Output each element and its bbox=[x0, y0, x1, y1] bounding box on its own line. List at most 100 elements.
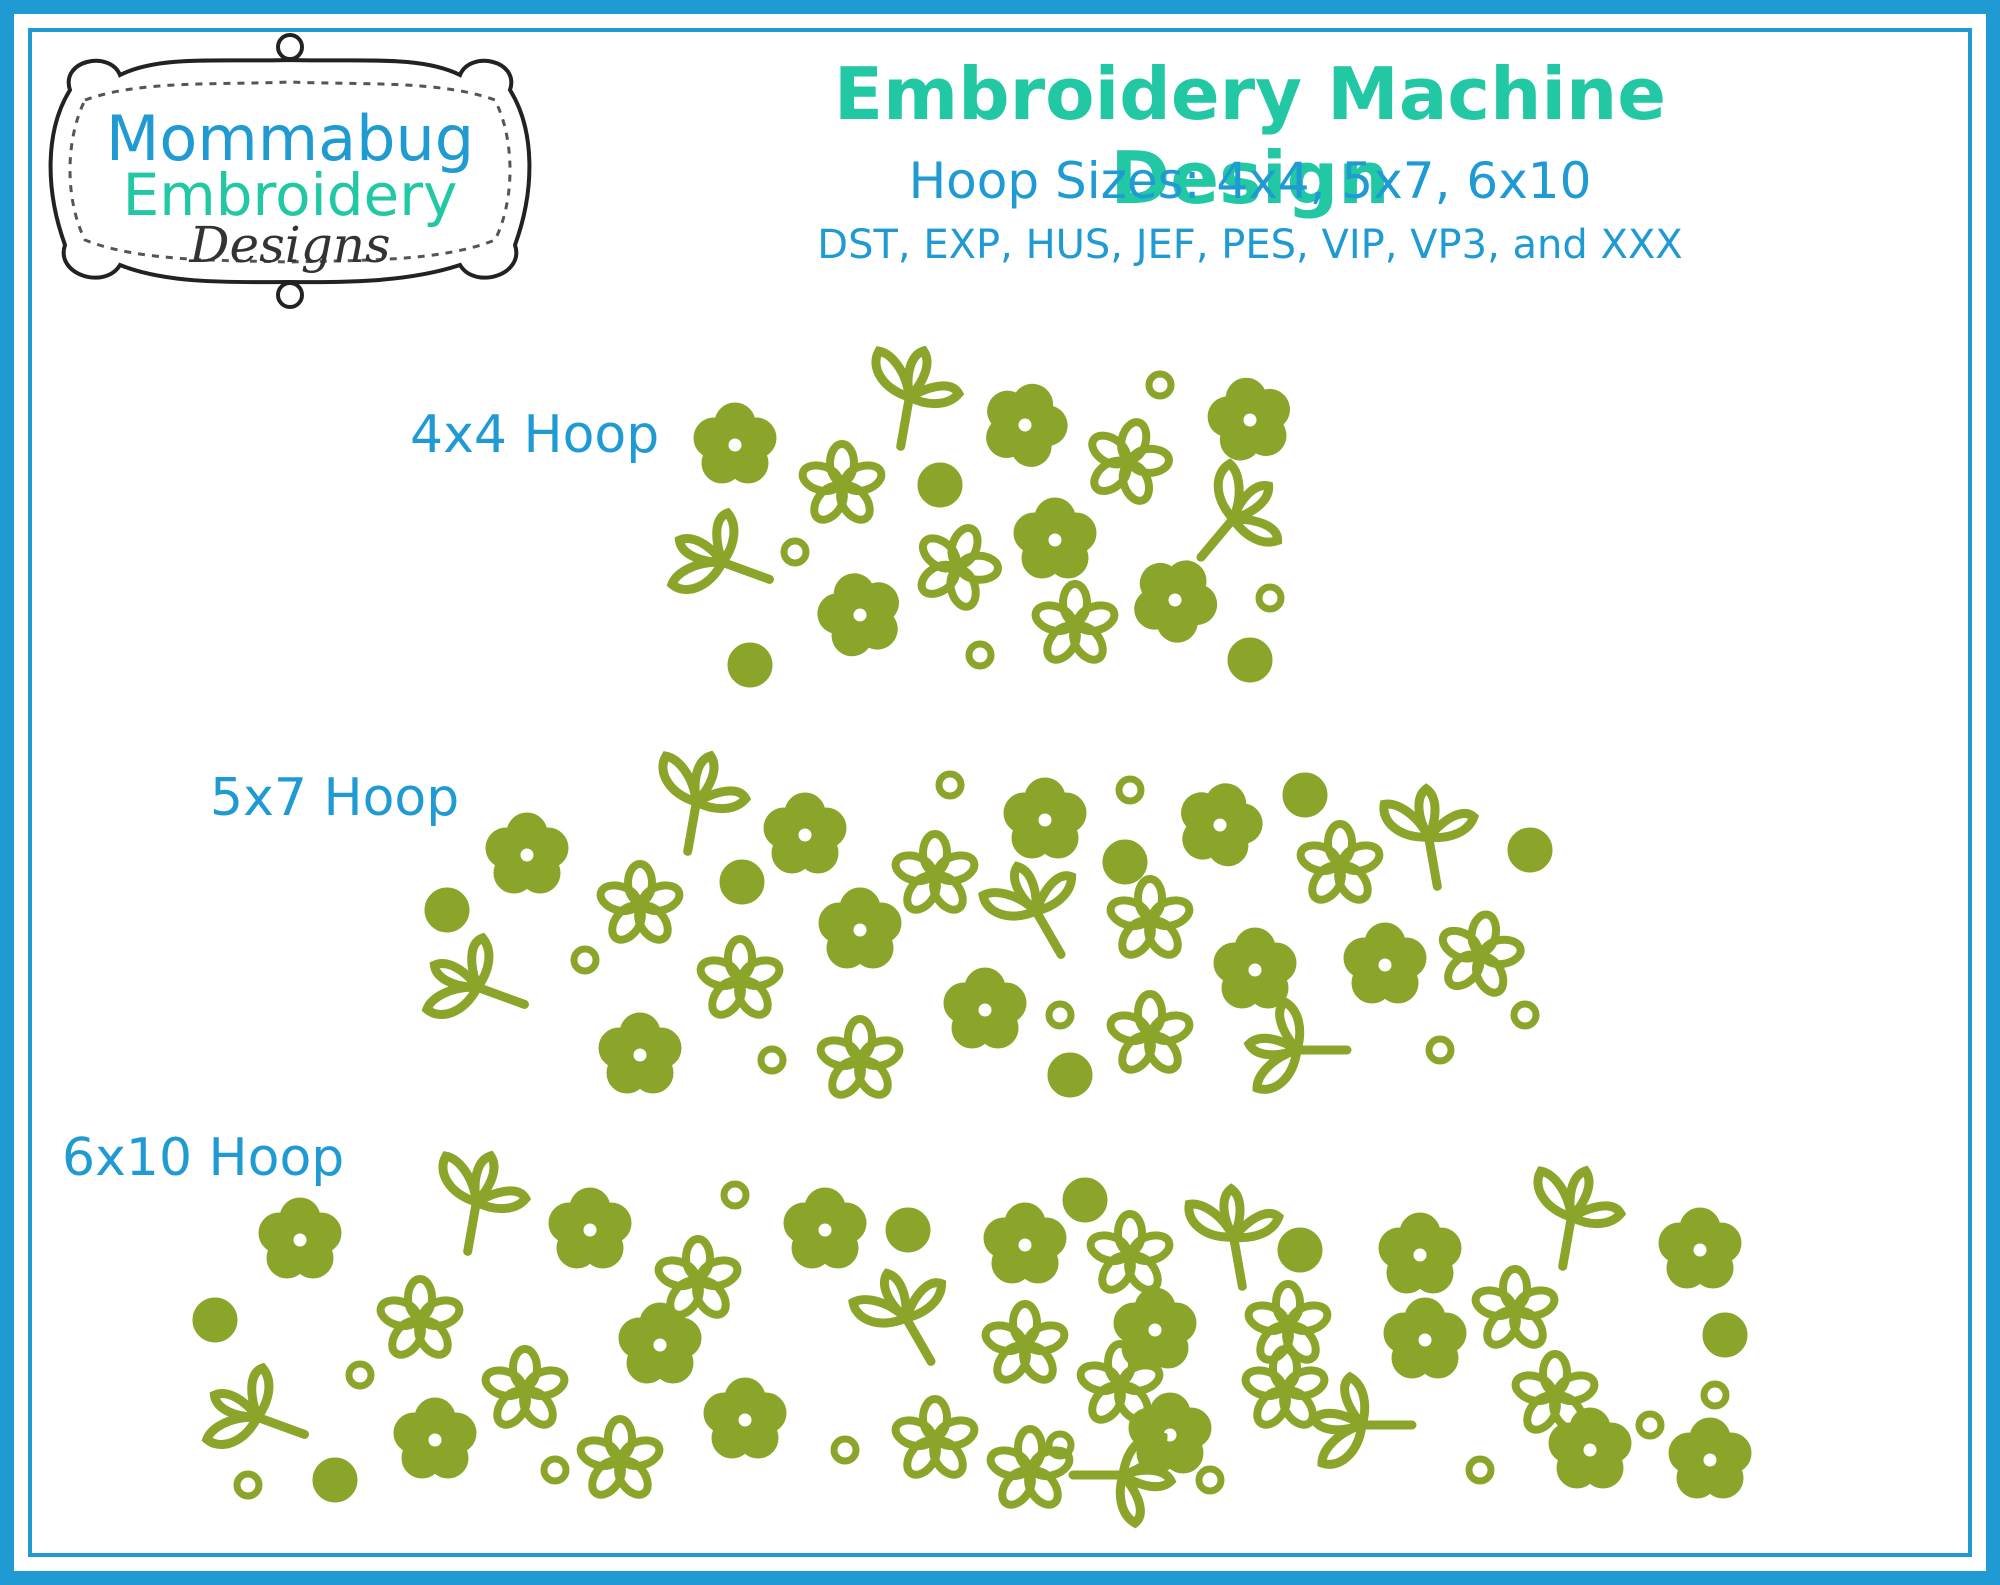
flower-icon bbox=[258, 1197, 342, 1279]
flower-icon bbox=[1213, 927, 1297, 1009]
flower-icon bbox=[783, 1187, 867, 1269]
flower-icon bbox=[693, 402, 777, 484]
outline-flower-icon bbox=[577, 1419, 662, 1500]
flower-icon bbox=[598, 1012, 682, 1094]
flower-icon bbox=[1383, 1297, 1467, 1379]
logo-frame-stitch bbox=[68, 80, 512, 264]
ring-icon bbox=[544, 1459, 566, 1481]
ring-icon bbox=[1149, 374, 1171, 396]
logo-line-2: Embroidery bbox=[123, 161, 458, 229]
outline-flower-icon bbox=[697, 939, 782, 1020]
dot-icon bbox=[917, 462, 963, 508]
dot-icon bbox=[424, 887, 470, 933]
leaf-sprig-icon bbox=[848, 1253, 973, 1382]
flower-icon bbox=[1378, 1212, 1462, 1294]
outline-flower-icon bbox=[892, 1399, 977, 1480]
outline-flower-icon bbox=[377, 1279, 462, 1360]
dot-icon bbox=[1507, 827, 1553, 873]
ring-icon bbox=[1259, 587, 1281, 609]
outline-flower-icon bbox=[1087, 1214, 1172, 1295]
leaf-sprig-icon bbox=[419, 926, 541, 1042]
outline-flower-icon bbox=[982, 1304, 1067, 1385]
outline-flower-icon bbox=[482, 1349, 567, 1430]
logo-curl-bottom bbox=[276, 281, 304, 309]
outline-flower-icon bbox=[1076, 411, 1180, 512]
ring-icon bbox=[724, 1184, 746, 1206]
hoop-sizes-line: Hoop Sizes: 4x4, 5x7, 6x10 bbox=[908, 152, 1592, 210]
logo-line-1: Mommabug bbox=[106, 102, 474, 175]
flower-icon bbox=[818, 887, 902, 969]
leaf-sprig-icon bbox=[429, 1148, 532, 1260]
dot-icon bbox=[312, 1457, 358, 1503]
flower-icon bbox=[1113, 1287, 1197, 1369]
flower-icon bbox=[1170, 773, 1271, 873]
ring-icon bbox=[574, 949, 596, 971]
flower-icon bbox=[485, 812, 569, 894]
outline-flower-icon bbox=[1297, 824, 1382, 905]
leaf-sprig-icon bbox=[1187, 1182, 1290, 1294]
logo-curl-top bbox=[276, 33, 304, 61]
dot-icon bbox=[192, 1297, 238, 1343]
leaf-sprig-icon bbox=[649, 748, 752, 860]
dot-icon bbox=[1062, 1177, 1108, 1223]
leaf-sprig-icon bbox=[1314, 1377, 1412, 1464]
ring-icon bbox=[834, 1439, 856, 1461]
leaf-sprig-icon bbox=[1073, 1436, 1171, 1523]
flower-icon bbox=[1003, 777, 1087, 859]
ring-icon bbox=[969, 644, 991, 666]
outline-flower-icon bbox=[1472, 1269, 1557, 1350]
leaf-sprig-icon bbox=[1524, 1163, 1627, 1275]
flower-icon bbox=[1201, 371, 1298, 466]
hoop-label-4x4: 4x4 Hoop bbox=[410, 405, 660, 465]
dot-icon bbox=[1282, 772, 1328, 818]
outline-flower-icon bbox=[903, 514, 1011, 620]
logo-line-3: Designs bbox=[188, 216, 390, 274]
leaf-sprig-icon bbox=[664, 501, 786, 617]
flower-icon bbox=[809, 563, 910, 663]
flower-icon bbox=[943, 967, 1027, 1049]
ring-icon bbox=[237, 1474, 259, 1496]
outline-flower-icon bbox=[597, 864, 682, 945]
ring-icon bbox=[1119, 779, 1141, 801]
page-title: Embroidery Machine Design bbox=[833, 52, 1667, 220]
ring-icon bbox=[1639, 1414, 1661, 1436]
flower-icon bbox=[1658, 1207, 1742, 1289]
flower-icon bbox=[1128, 1392, 1212, 1474]
flower-icon bbox=[1668, 1417, 1752, 1499]
ring-icon bbox=[1704, 1384, 1726, 1406]
flower-icon bbox=[703, 1377, 787, 1459]
ring-icon bbox=[1469, 1459, 1491, 1481]
ring-icon bbox=[349, 1364, 371, 1386]
outline-flower-icon bbox=[1431, 907, 1529, 1002]
ring-icon bbox=[1049, 1004, 1071, 1026]
ring-icon bbox=[939, 774, 961, 796]
ring-icon bbox=[761, 1049, 783, 1071]
leaf-sprig-icon bbox=[1382, 782, 1485, 894]
dot-icon bbox=[719, 859, 765, 905]
dot-icon bbox=[1227, 637, 1273, 683]
inner-frame bbox=[28, 28, 1972, 1557]
outline-flower-icon bbox=[799, 444, 884, 525]
ring-icon bbox=[1514, 1004, 1536, 1026]
leaf-sprig-icon bbox=[199, 1356, 321, 1472]
ring-icon bbox=[1199, 1469, 1221, 1491]
leaf-sprig-icon bbox=[862, 343, 965, 455]
outline-flower-icon bbox=[1107, 879, 1192, 960]
flower-icon bbox=[393, 1397, 477, 1479]
dot-icon bbox=[885, 1207, 931, 1253]
outline-flower-icon bbox=[892, 834, 977, 915]
flower-icon bbox=[983, 1202, 1067, 1284]
flower-icon bbox=[548, 1187, 632, 1269]
dot-icon bbox=[1102, 839, 1148, 885]
outline-flower-icon bbox=[1107, 994, 1192, 1075]
outline-flower-icon bbox=[1032, 584, 1117, 665]
file-formats-line: DST, EXP, HUS, JEF, PES, VIP, VP3, and X… bbox=[817, 222, 1683, 268]
dot-icon bbox=[727, 642, 773, 688]
dot-icon bbox=[1047, 1052, 1093, 1098]
leaf-sprig-icon bbox=[1249, 1002, 1347, 1089]
ring-icon bbox=[784, 541, 806, 563]
dot-icon bbox=[1702, 1312, 1748, 1358]
leaf-sprig-icon bbox=[978, 846, 1103, 975]
